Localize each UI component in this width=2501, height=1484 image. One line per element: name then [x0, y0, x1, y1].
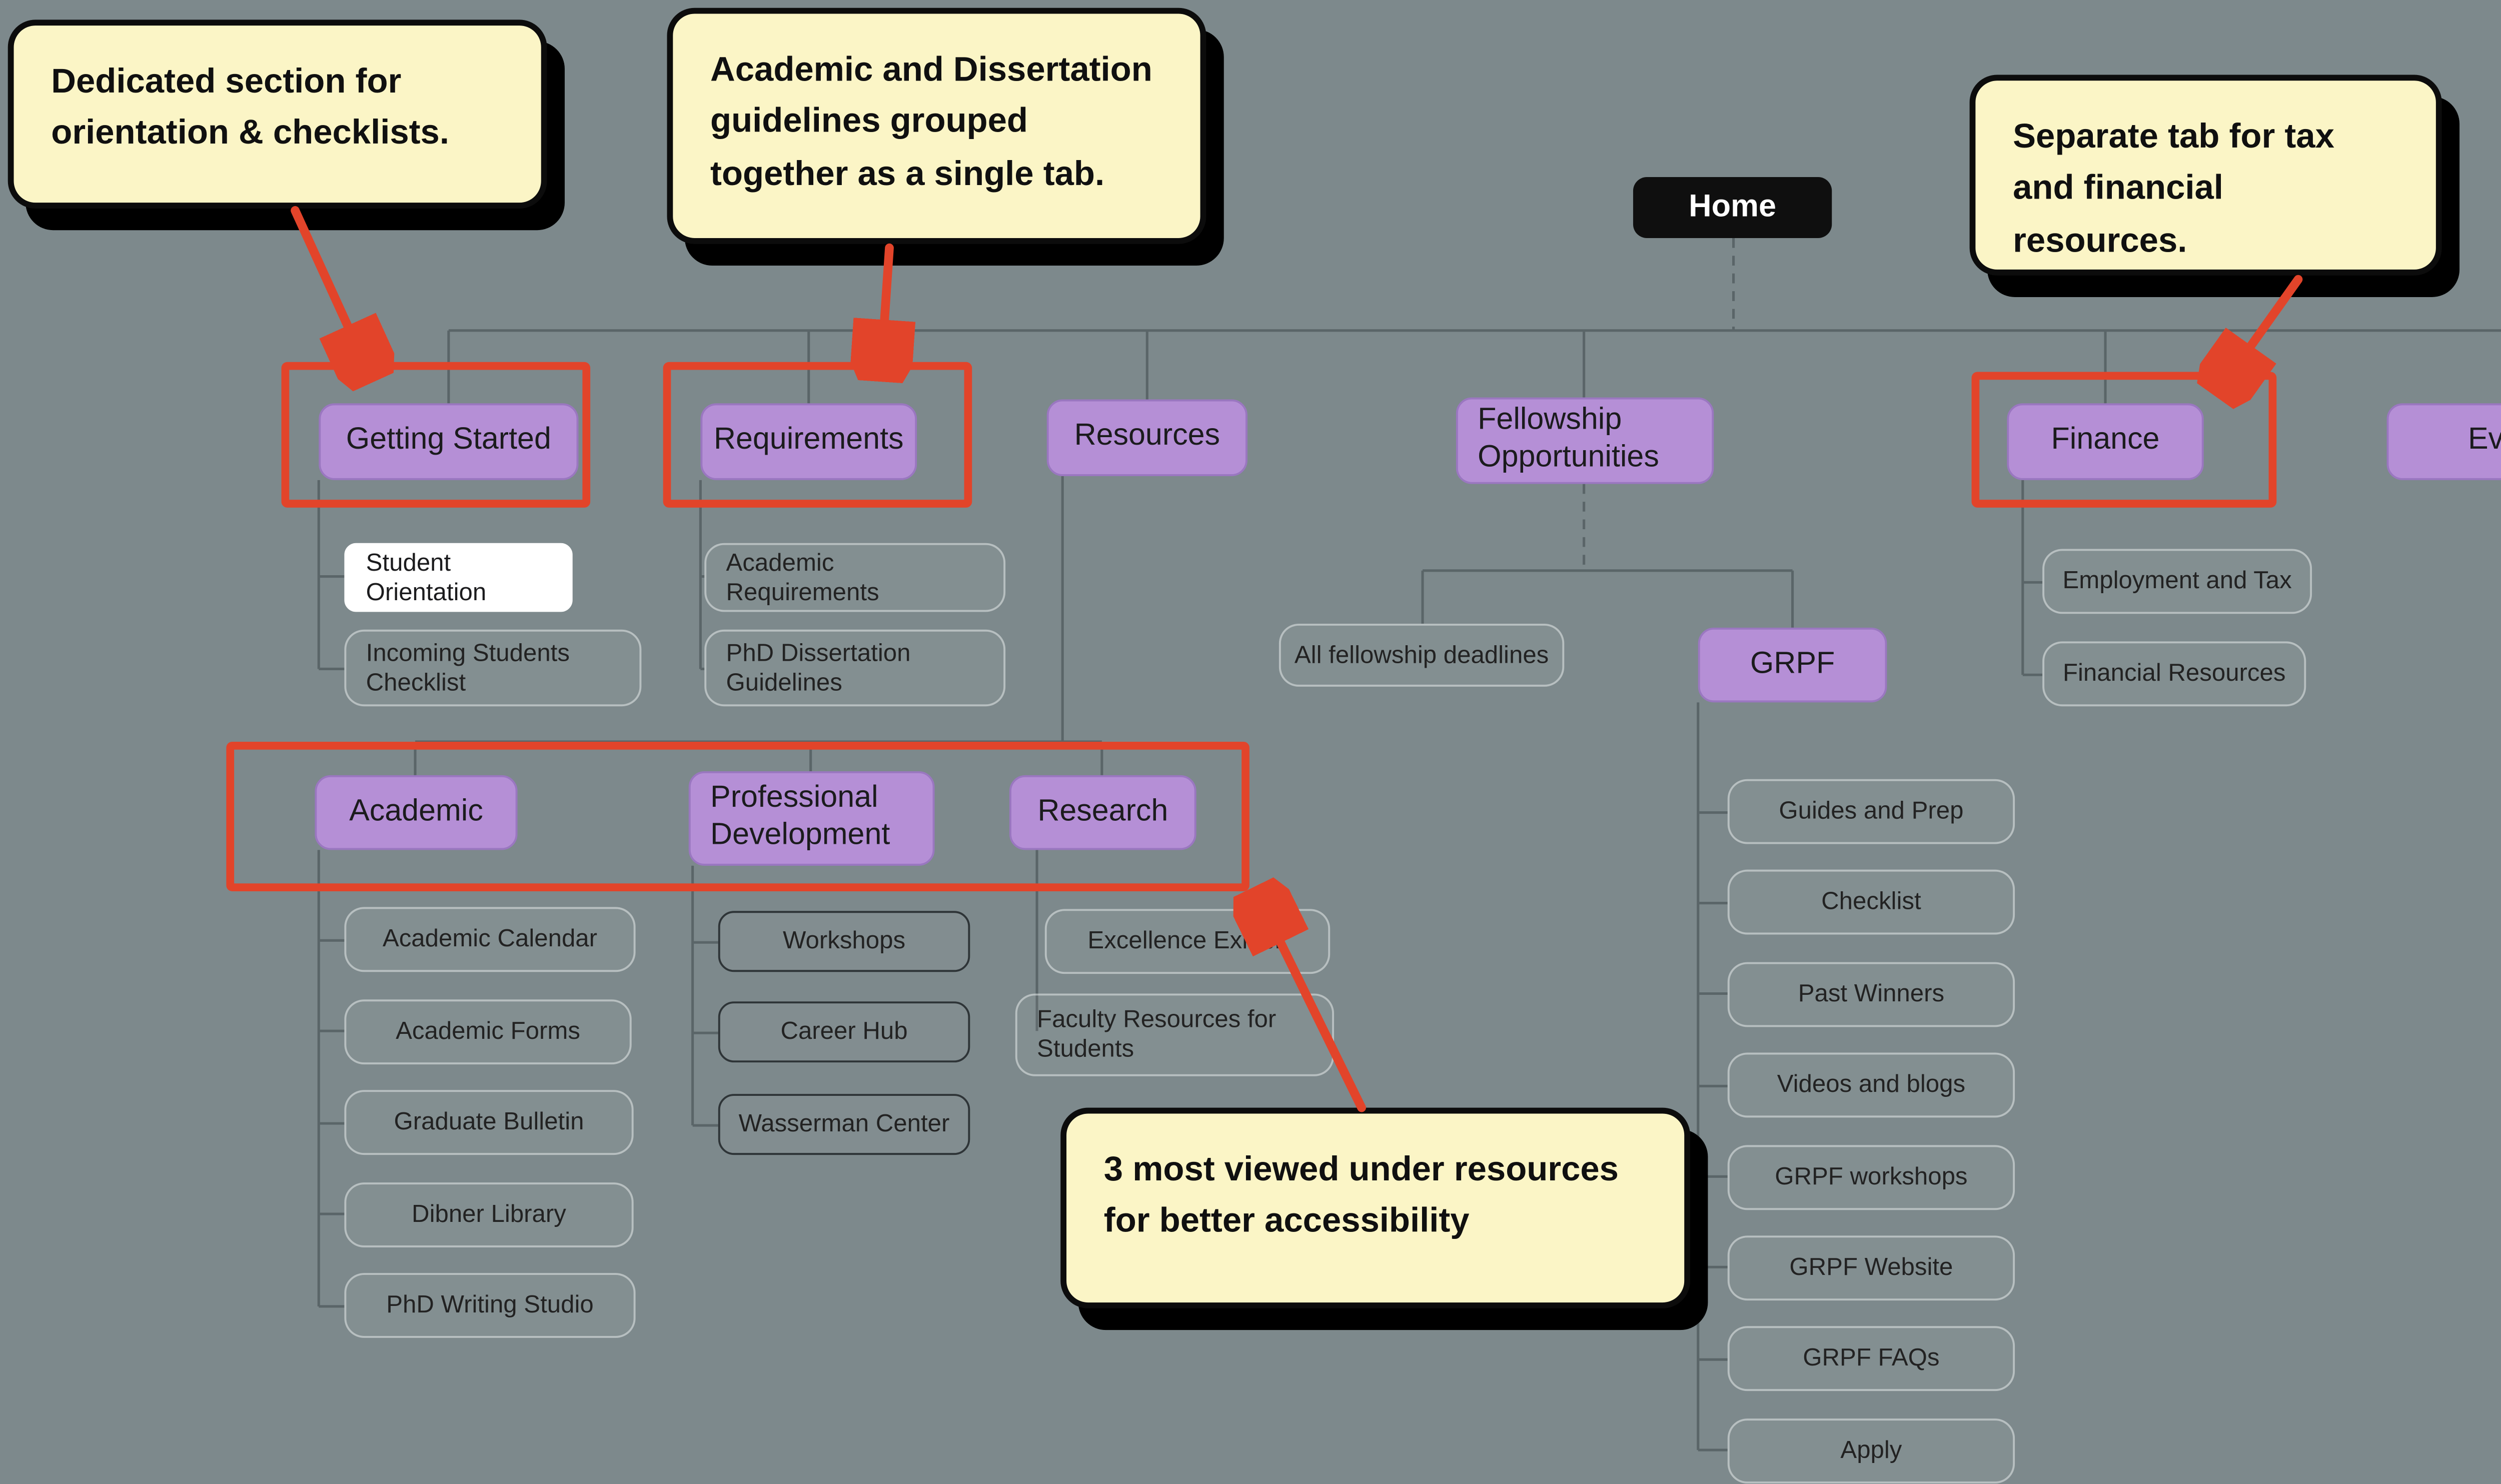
node-graduate-bulletin[interactable]: Graduate Bulletin: [344, 1090, 634, 1155]
note-finance-tab[interactable]: Separate tab for tax and financial resou…: [1969, 75, 2442, 276]
tab-fellowship-opportunities[interactable]: Fellowship Opportunities: [1456, 397, 1714, 484]
tab-events[interactable]: Events: [2386, 403, 2501, 480]
node-research[interactable]: Research: [1009, 775, 1196, 850]
node-phd-writing-studio[interactable]: PhD Writing Studio: [344, 1273, 636, 1338]
node-home[interactable]: Home: [1633, 177, 1832, 238]
node-academic-calendar[interactable]: Academic Calendar: [344, 907, 636, 972]
tab-getting-started[interactable]: Getting Started: [319, 403, 579, 480]
tab-requirements[interactable]: Requirements: [700, 403, 917, 480]
node-professional-development[interactable]: Professional Development: [688, 771, 935, 866]
node-past-winners[interactable]: Past Winners: [1727, 962, 2015, 1027]
tab-resources[interactable]: Resources: [1046, 399, 1247, 476]
node-wasserman-center[interactable]: Wasserman Center: [718, 1094, 970, 1155]
node-grpf-faqs[interactable]: GRPF FAQs: [1727, 1326, 2015, 1391]
node-career-hub[interactable]: Career Hub: [718, 1001, 970, 1063]
node-guides-and-prep[interactable]: Guides and Prep: [1727, 779, 2015, 844]
node-all-fellowship-deadlines[interactable]: All fellowship deadlines: [1279, 623, 1565, 687]
node-student-orientation[interactable]: Student Orientation: [344, 543, 573, 612]
node-grpf[interactable]: GRPF: [1698, 627, 1887, 703]
node-incoming-students-checklist[interactable]: Incoming Students Checklist: [344, 629, 642, 707]
node-checklist[interactable]: Checklist: [1727, 869, 2015, 935]
node-grpf-website[interactable]: GRPF Website: [1727, 1235, 2015, 1301]
node-academic[interactable]: Academic: [315, 775, 518, 850]
note-orientation-checklists[interactable]: Dedicated section for orientation & chec…: [8, 20, 547, 209]
node-phd-dissertation-guidelines[interactable]: PhD Dissertation Guidelines: [704, 629, 1006, 707]
note-text: Separate tab for tax and financial resou…: [2013, 116, 2334, 259]
node-dibner-library[interactable]: Dibner Library: [344, 1182, 634, 1247]
note-text: Academic and Dissertation guidelines gro…: [710, 49, 1152, 192]
node-workshops[interactable]: Workshops: [718, 911, 970, 972]
note-text: Dedicated section for orientation & chec…: [51, 61, 449, 152]
note-requirements-grouped[interactable]: Academic and Dissertation guidelines gro…: [667, 8, 1206, 244]
node-grpf-workshops[interactable]: GRPF workshops: [1727, 1145, 2015, 1210]
node-apply[interactable]: Apply: [1727, 1418, 2015, 1483]
note-most-viewed-resources[interactable]: 3 most viewed under resources for better…: [1060, 1107, 1691, 1308]
tab-finance[interactable]: Finance: [2007, 403, 2204, 480]
node-faculty-resources-for-students[interactable]: Faculty Resources for Students: [1015, 993, 1335, 1076]
note-text: 3 most viewed under resources for better…: [1103, 1149, 1619, 1240]
node-employment-and-tax[interactable]: Employment and Tax: [2042, 549, 2312, 614]
node-financial-resources[interactable]: Financial Resources: [2042, 641, 2306, 707]
node-academic-forms[interactable]: Academic Forms: [344, 999, 632, 1065]
node-excellence-exhibit[interactable]: Excellence Exhibit: [1044, 909, 1331, 974]
node-videos-and-blogs[interactable]: Videos and blogs: [1727, 1052, 2015, 1118]
node-academic-requirements[interactable]: Academic Requirements: [704, 543, 1006, 612]
